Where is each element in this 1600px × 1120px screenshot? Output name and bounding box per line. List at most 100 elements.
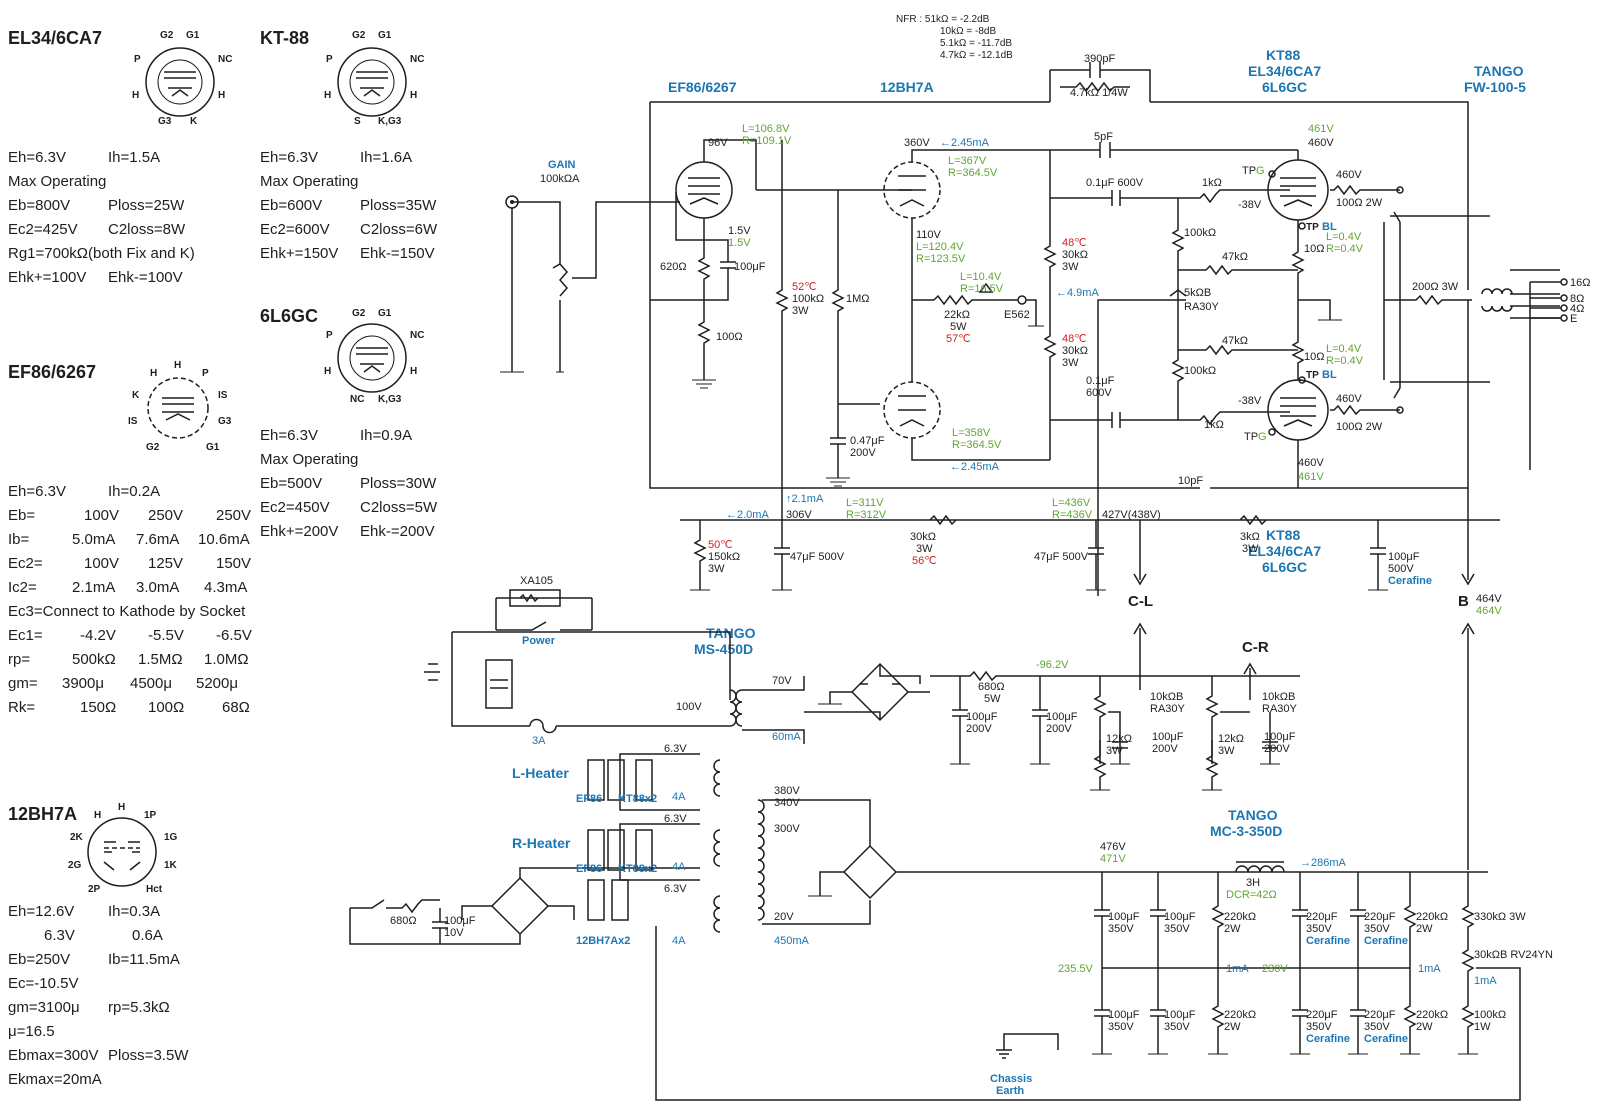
ef86-pin-g2: G2: [146, 442, 160, 453]
label-kt88x2-b: KT88x2: [618, 863, 657, 875]
spec-cell: 250V: [216, 507, 251, 524]
label-200v-c: 200V: [1046, 723, 1072, 735]
label-4k7: 4.7kΩ 1/4W: [1070, 87, 1128, 99]
heading-tango-ps: TANGO: [706, 625, 756, 641]
label-220k-c: 220kΩ: [1224, 1009, 1256, 1021]
label-1ma-c: 1mA: [1474, 975, 1497, 987]
label-476v: 476V: [1100, 841, 1126, 853]
spec-cell: 4.3mA: [204, 579, 247, 596]
6l6gc-pin-g2: G2: [352, 308, 366, 319]
spec-cell: Ib=: [8, 531, 30, 548]
label-100uf-500: 100μF: [1388, 551, 1420, 563]
el34-pin-p: P: [134, 54, 141, 65]
label-cerafine-1: Cerafine: [1306, 935, 1350, 947]
label-100k-3w: 100kΩ: [792, 293, 824, 305]
label-461v-b: 461V: [1298, 471, 1324, 483]
spec-line: Rg1=700kΩ(both Fix and K): [8, 245, 195, 262]
spec-line: Eh=6.3V: [260, 149, 318, 166]
heading-mc-3-350d: MC-3-350D: [1210, 823, 1282, 839]
ef86-pin-g3: G3: [218, 416, 232, 427]
label-dcr: DCR=42Ω: [1226, 889, 1277, 901]
label-6-3v-b: 6.3V: [664, 813, 687, 825]
spec-line: Ehk-=100V: [108, 269, 183, 286]
spec-line: Ploss=30W: [360, 475, 437, 492]
label-r-heater: R-Heater: [512, 835, 571, 851]
spec-cell: Ic2=: [8, 579, 37, 596]
label-96-2v: -96.2V: [1036, 659, 1069, 671]
label-57c: 57℃: [946, 333, 971, 345]
label-3w-f: 3W: [1242, 543, 1259, 555]
label-3w-e: 3W: [916, 543, 933, 555]
label-22k: 22kΩ: [944, 309, 970, 321]
spec-line: rp=5.3kΩ: [108, 999, 170, 1016]
label-2w-a: 2W: [1224, 923, 1241, 935]
12bh7a-pin-1p: 1P: [144, 810, 157, 821]
label-200v-b: 200V: [966, 723, 992, 735]
spec-line: Ih=1.5A: [108, 149, 160, 166]
heading-12bh7a: 12BH7A: [880, 79, 934, 95]
label-e562: E562: [1004, 309, 1030, 321]
label-2w-d: 2W: [1416, 1021, 1433, 1033]
label-100k-a: 100kΩ: [1184, 227, 1216, 239]
heading-ms-450d: MS-450D: [694, 641, 753, 657]
label-2-45ma-a: ←2.45mA: [940, 137, 990, 149]
el34-pin-nc: NC: [218, 54, 232, 65]
spec-cell: 1.0MΩ: [204, 651, 249, 668]
label-3w-g: 3W: [1106, 745, 1123, 757]
label-1m: 1MΩ: [846, 293, 870, 305]
ps-labels: XA105 Power 3A 100V 70V 60mA 680Ω 5W -96…: [390, 575, 1553, 1097]
tube-socket-el34-icon: [145, 47, 215, 117]
label-100uf-h: 100μF: [1108, 1009, 1140, 1021]
label-c-l: C-L: [1128, 593, 1153, 610]
12bh7a-pin-h2: H: [118, 802, 125, 813]
heading-kt88: KT88: [1266, 47, 1300, 63]
label-ef86-l: L=106.8V: [742, 123, 790, 135]
spec-line: Max Operating: [260, 173, 358, 190]
12bh7a-pin-1g: 1G: [164, 832, 178, 843]
label-48c-a: 48℃: [1062, 237, 1087, 249]
spec-cell: 3.0mA: [136, 579, 179, 596]
spec-ef86: EF86/6267 H H P K IS IS G3 G2 G1 Eh=6.3V…: [8, 360, 252, 716]
spec-cell: 5.0mA: [72, 531, 115, 548]
el34-pin-h1: H: [132, 90, 139, 101]
nfr-row: 5.1kΩ = -11.7dB: [940, 38, 1012, 49]
heading-kt88-lower: KT88: [1266, 527, 1300, 543]
label-220uf-c: 220μF: [1306, 1009, 1338, 1021]
spec-6l6gc-title: 6L6GC: [260, 306, 318, 326]
label-bh-l2: L=120.4V: [916, 241, 964, 253]
spec-line: Eh=6.3V: [8, 149, 66, 166]
label-4-9ma: ←4.9mA: [1056, 287, 1099, 299]
label-30k-b: 30kΩ: [1062, 345, 1088, 357]
label-l04-b: L=0.4V: [1326, 343, 1362, 355]
label-100k-c: 100kΩ: [1474, 1009, 1506, 1021]
el34-pin-g1: G1: [186, 30, 200, 41]
label-235-5v: 235.5V: [1058, 963, 1094, 975]
spec-line: C2loss=6W: [360, 221, 438, 238]
nfr-note: NFR : 51kΩ = -2.2dB 10kΩ = -8dB 5.1kΩ = …: [896, 14, 1013, 61]
nfr-row: 4.7kΩ = -12.1dB: [940, 50, 1013, 61]
label-100uf-a: 100μF: [966, 711, 998, 723]
kt88-pin-g2: G2: [352, 30, 366, 41]
ef86-pin-h1: H: [150, 368, 157, 379]
spec-line: 0.6A: [132, 927, 163, 944]
label-464v-a: 464V: [1476, 593, 1502, 605]
label-1-5v-b: 1.5V: [728, 237, 751, 249]
label-150k: 150kΩ: [708, 551, 740, 563]
heading-6l6gc: 6L6GC: [1262, 79, 1307, 95]
label-8ohm: 8Ω: [1570, 293, 1584, 305]
label-47uf-a: 47μF 500V: [790, 551, 845, 563]
label-461v-a: 461V: [1308, 123, 1334, 135]
label-220k-d: 220kΩ: [1416, 1009, 1448, 1021]
kt88-pin-nc: NC: [410, 54, 424, 65]
label-56c: 56℃: [912, 555, 937, 567]
label-r04-b: R=0.4V: [1326, 355, 1364, 367]
label-286ma: →286mA: [1300, 857, 1347, 869]
spec-cell: Eh=6.3V: [8, 483, 66, 500]
label-350v-g: 350V: [1306, 1021, 1332, 1033]
label-200r-3w: 200Ω 3W: [1412, 281, 1459, 293]
label-464v-b: 464V: [1476, 605, 1502, 617]
label-bh-r2: R=123.5V: [916, 253, 966, 265]
label-100r-a: 100Ω 2W: [1336, 197, 1383, 209]
spec-line: Ec=-10.5V: [8, 975, 78, 992]
label-300v: 300V: [774, 823, 800, 835]
